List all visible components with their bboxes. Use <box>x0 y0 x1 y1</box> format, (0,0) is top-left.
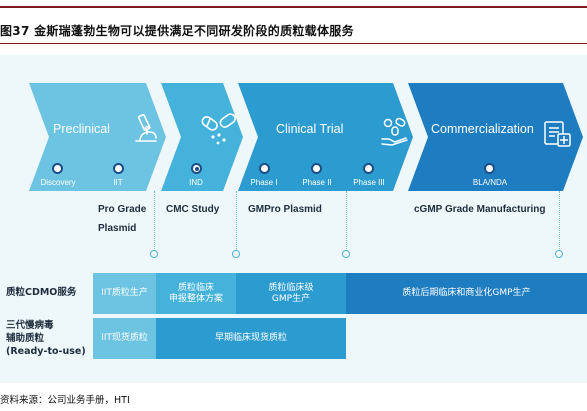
service-label-plasmid: Plasmid <box>98 223 137 234</box>
row-label-lentivirus-line1: 三代慢病毒 <box>6 320 54 331</box>
milestone-label-phase1: Phase I <box>250 178 278 187</box>
capsule-pills-icon <box>201 113 236 145</box>
milestone-dot-discovery <box>52 163 63 174</box>
bar-commercial-gmp: 质粒后期临床和商业化GMP生产 <box>346 273 587 314</box>
bar-early-clinical-stock: 早期临床现货质粒 <box>156 318 346 359</box>
row-label-lentivirus-line2: 辅助质粒 <box>6 333 45 344</box>
milestone-label-ind: IND <box>189 178 203 187</box>
connector-dot <box>232 250 240 258</box>
milestone-label-phase3: Phase III <box>353 178 385 187</box>
connector-dot <box>342 250 350 258</box>
milestone-dot-phase1 <box>259 163 270 174</box>
title-rule <box>0 43 587 44</box>
connector-line <box>559 191 560 255</box>
stage-chevron-preclinical <box>29 83 166 191</box>
milestone-dot-phase3 <box>363 163 374 174</box>
service-label-cgmp: cGMP Grade Manufacturing <box>414 204 546 215</box>
pills-in-hand-icon <box>381 117 408 146</box>
service-label-pro-grade: Pro Grade <box>98 204 147 215</box>
stage-label-commercial: Commercialization <box>431 122 534 136</box>
connector-dot <box>150 250 158 258</box>
connector-line <box>236 191 237 255</box>
milestone-label-phase2: Phase II <box>302 178 332 187</box>
stage-chevron-cmc <box>161 83 243 191</box>
stage-label-clinical: Clinical Trial <box>276 122 344 136</box>
milestone-dot-phase2 <box>311 163 322 174</box>
stage-label-preclinical: Preclinical <box>53 122 110 136</box>
milestone-label-iit: IIT <box>113 178 123 187</box>
top-rule <box>0 6 587 8</box>
milestone-dot-bla-nda <box>484 163 495 174</box>
connector-line <box>154 191 155 255</box>
milestone-dot-iit <box>113 163 124 174</box>
connector-dot <box>555 250 563 258</box>
medical-report-icon <box>544 121 571 147</box>
bar-iit-production: IIT质粒生产 <box>93 273 156 314</box>
microscope-icon <box>135 113 157 142</box>
milestone-dot-ind <box>191 163 202 174</box>
row-label-cdmo: 质粒CDMO服务 <box>6 287 77 298</box>
figure-source: 资料来源：公司业务手册，HTI <box>0 395 130 406</box>
bar-clinical-filing: 质粒临床 申报整体方案 <box>156 273 236 314</box>
row-label-lentivirus-line3: (Ready-to-use) <box>6 346 86 357</box>
stage-chevron-commercial <box>408 83 583 191</box>
bar-iit-stock: IIT现货质粒 <box>93 318 156 359</box>
service-label-gmpro: GMPro Plasmid <box>248 204 322 215</box>
milestone-label-bla-nda: BLA/NDA <box>472 178 508 187</box>
figure-title: 图37 金斯瑞蓬勃生物可以提供满足不同研发阶段的质粒载体服务 <box>0 24 354 38</box>
service-label-cmc-study: CMC Study <box>166 204 220 215</box>
connector-line <box>346 191 347 255</box>
milestone-label-discovery: Discovery <box>40 178 76 187</box>
bar-gmp-clinical: 质粒临床级 GMP生产 <box>236 273 346 314</box>
